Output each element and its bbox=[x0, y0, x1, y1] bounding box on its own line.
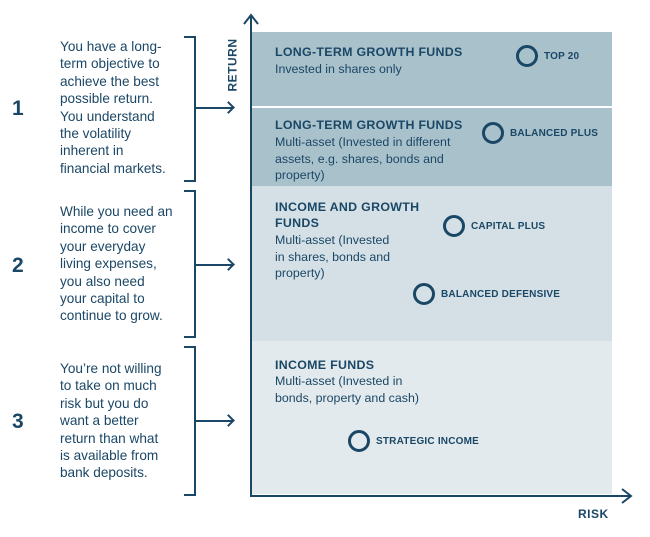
profile-arrow-3 bbox=[196, 420, 232, 422]
fund-marker-icon bbox=[516, 45, 538, 67]
fund-label: BALANCED DEFENSIVE bbox=[441, 288, 561, 300]
profile-text-1: You have a long- term objective to achie… bbox=[60, 39, 166, 176]
fund-marker-icon bbox=[482, 122, 504, 144]
fund-marker-icon bbox=[443, 215, 465, 237]
fund-label: BALANCED PLUS bbox=[510, 127, 599, 139]
fund-balanced-plus: BALANCED PLUS bbox=[482, 122, 598, 144]
profile-arrow-2 bbox=[196, 264, 232, 266]
profile-bracket-3 bbox=[184, 346, 196, 496]
band-subtitle: Invested in shares only bbox=[275, 62, 402, 76]
fund-label: TOP 20 bbox=[544, 50, 580, 62]
band-long-term-growth-shares: LONG-TERM GROWTH FUNDS Invested in share… bbox=[252, 32, 612, 106]
y-axis-label: RETURN bbox=[225, 38, 240, 92]
band-income-and-growth: INCOME AND GROWTH FUNDS Multi-asset (Inv… bbox=[252, 186, 612, 341]
fund-label: CAPITAL PLUS bbox=[471, 220, 546, 232]
fund-balanced-defensive: BALANCED DEFENSIVE bbox=[413, 283, 560, 305]
band-income: INCOME FUNDS Multi-asset (Invested in bo… bbox=[252, 341, 612, 494]
band-title: INCOME AND GROWTH FUNDS bbox=[275, 200, 420, 230]
fund-capital-plus: CAPITAL PLUS bbox=[443, 215, 545, 237]
y-axis-arrow-icon bbox=[243, 13, 259, 25]
fund-label: STRATEGIC INCOME bbox=[376, 435, 480, 447]
profile-number-3: 3 bbox=[12, 410, 24, 433]
profile-arrow-1 bbox=[196, 107, 232, 109]
band-title: INCOME FUNDS bbox=[275, 358, 375, 372]
profile-number-1: 1 bbox=[12, 97, 24, 120]
profile-text-2: While you need an income to cover your e… bbox=[60, 204, 173, 324]
profile-bracket-1 bbox=[184, 36, 196, 182]
fund-marker-icon bbox=[413, 283, 435, 305]
band-subtitle: Multi-asset (Invested in different asset… bbox=[275, 135, 451, 182]
band-long-term-growth-multi: LONG-TERM GROWTH FUNDS Multi-asset (Inve… bbox=[252, 108, 612, 186]
profile-bracket-2 bbox=[184, 190, 196, 338]
fund-marker-icon bbox=[348, 430, 370, 452]
fund-top-20: TOP 20 bbox=[516, 45, 579, 67]
profile-text-3: You’re not willing to take on much risk … bbox=[60, 361, 162, 481]
x-axis-arrow-icon bbox=[621, 488, 633, 504]
fund-strategic-income: STRATEGIC INCOME bbox=[348, 430, 479, 452]
profile-number-2: 2 bbox=[12, 254, 24, 277]
x-axis-label: RISK bbox=[578, 507, 609, 521]
band-title: LONG-TERM GROWTH FUNDS bbox=[275, 45, 463, 59]
band-subtitle: Multi-asset (Invested in shares, bonds a… bbox=[275, 233, 391, 280]
band-title: LONG-TERM GROWTH FUNDS bbox=[275, 118, 463, 132]
band-subtitle: Multi-asset (Invested in bonds, property… bbox=[275, 374, 419, 405]
